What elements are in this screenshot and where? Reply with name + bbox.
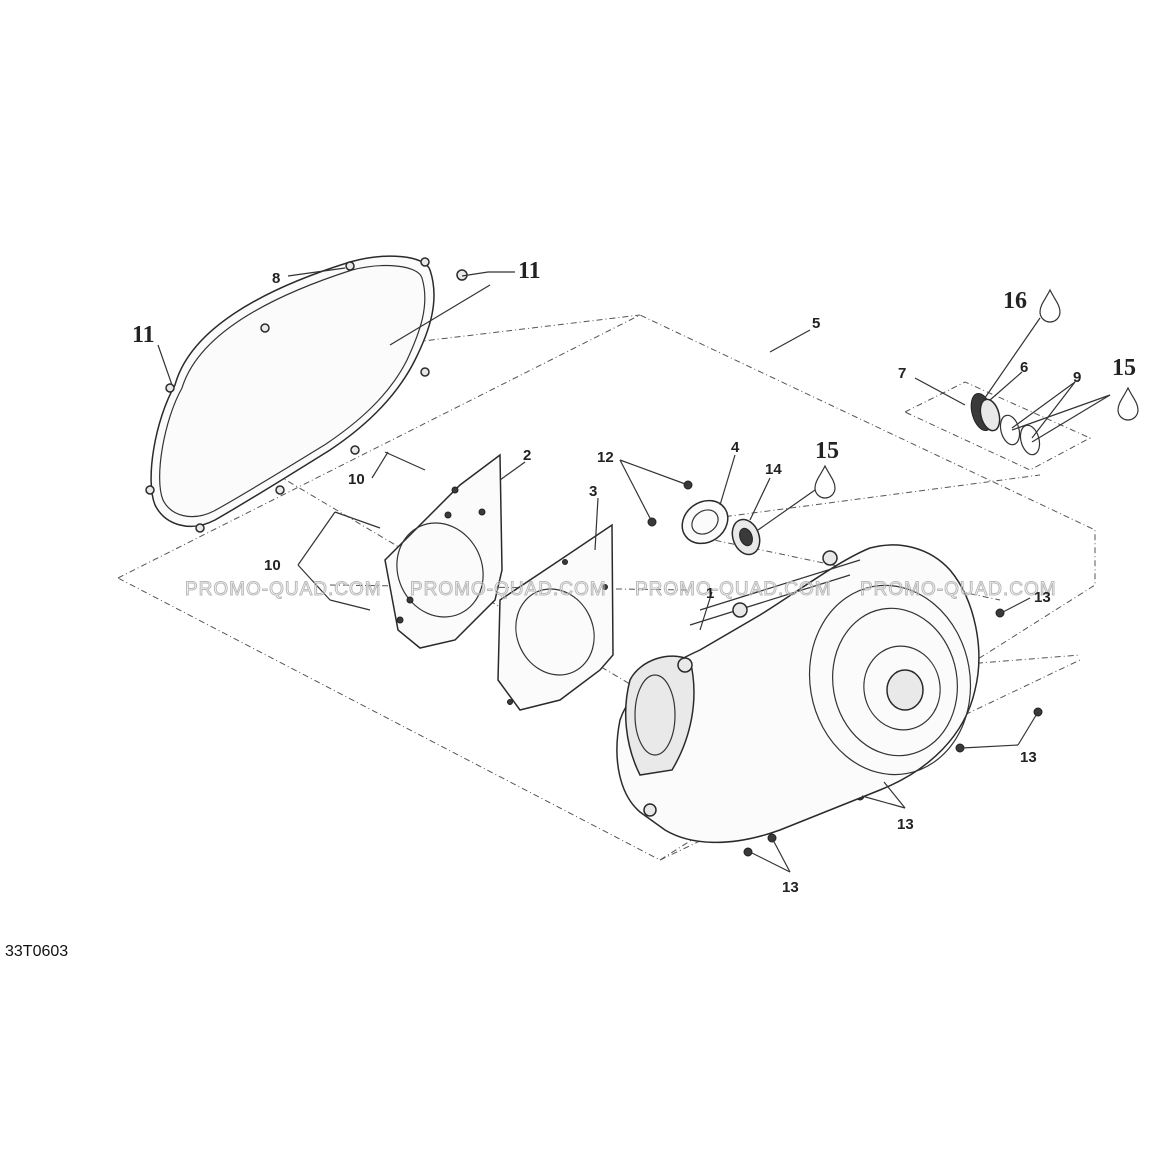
callout-13d: 13 [782, 879, 799, 896]
callout-7: 7 [898, 365, 906, 382]
cover-plate-part [497, 523, 614, 711]
callout-14: 14 [765, 461, 782, 478]
callout-15a: 15 [815, 438, 839, 464]
callout-13b: 13 [1020, 749, 1037, 766]
callout-4: 4 [731, 439, 740, 456]
leader-lines [157, 267, 1111, 873]
drop-icon [814, 464, 836, 499]
callout-15b: 15 [1112, 355, 1136, 381]
ring-gasket-part [681, 499, 729, 545]
drop-icon [1117, 386, 1139, 421]
diagram-reference-code: 33T0603 [5, 943, 68, 960]
gasket-part [145, 255, 468, 533]
callout-1: 1 [706, 585, 714, 602]
watermark-text-2: PROMO-QUAD.COM [410, 579, 607, 600]
callout-5: 5 [812, 315, 820, 332]
callout-labels: 1 2 3 4 5 6 7 8 9 10 10 11 11 12 13 13 1… [132, 258, 1136, 896]
watermark: PROMO-QUAD.COM PROMO-QUAD.COM PROMO-QUAD… [185, 579, 1057, 601]
callout-13c: 13 [897, 816, 914, 833]
callout-8: 8 [272, 270, 280, 287]
clutch-cover-part [616, 544, 980, 844]
drop-icon [1039, 288, 1061, 323]
callout-11b: 11 [132, 322, 155, 348]
callout-16: 16 [1003, 288, 1027, 314]
callout-6: 6 [1020, 359, 1028, 376]
callout-10a: 10 [348, 471, 365, 488]
seal-and-orings [970, 392, 1041, 456]
callout-11a: 11 [518, 258, 541, 284]
watermark-text-1: PROMO-QUAD.COM [185, 579, 382, 600]
callout-10b: 10 [264, 557, 281, 574]
callout-13a: 13 [1034, 589, 1051, 606]
lubricant-drop-icons [814, 288, 1139, 499]
watermark-text-3: PROMO-QUAD.COM [635, 579, 832, 600]
callout-3: 3 [589, 483, 597, 500]
bearing-part [731, 518, 761, 556]
callout-12: 12 [597, 449, 614, 466]
callout-9: 9 [1073, 369, 1081, 386]
watermark-text-4: PROMO-QUAD.COM [860, 579, 1057, 600]
backing-plate-part [384, 453, 503, 649]
callout-2: 2 [523, 447, 531, 464]
